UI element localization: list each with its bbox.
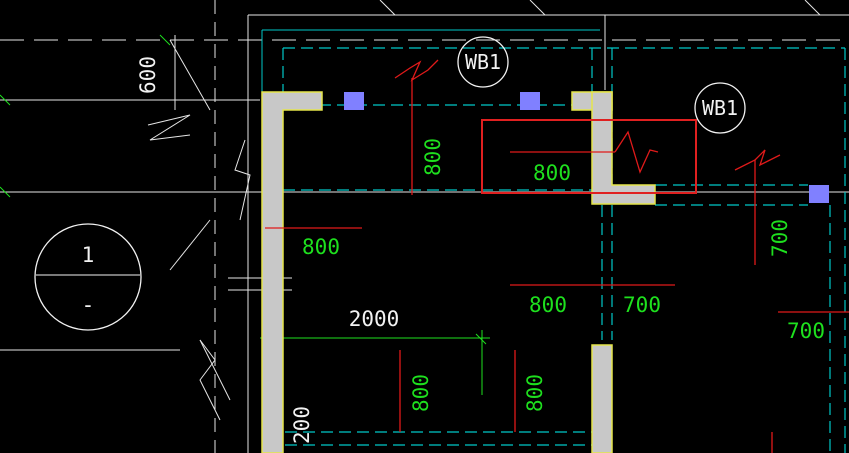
dim-2000: 2000 [349, 307, 400, 331]
column-markers [344, 92, 829, 203]
beam-solid-lines [261, 29, 600, 92]
break-lines [265, 59, 849, 453]
dim-800-bottom-b: 800 [523, 374, 547, 412]
axis-sub: - [82, 293, 95, 317]
column-marker [520, 92, 540, 110]
wb1-tag-top[interactable]: WB1 [457, 36, 509, 88]
column-marker [344, 92, 364, 110]
column-marker [809, 185, 829, 203]
wall-left [261, 91, 323, 453]
dim-800-highlight[interactable]: 800 [533, 161, 571, 185]
wb1-tag-right[interactable]: WB1 [694, 82, 746, 134]
walls [261, 91, 656, 453]
dim-800-bottom-a: 800 [409, 374, 433, 412]
dim-700-vertical: 700 [768, 219, 792, 257]
beam-dashed-lines [282, 47, 846, 453]
axis-bubble[interactable]: 1 - [34, 223, 142, 331]
dim-800-left: 800 [302, 235, 340, 259]
dim-700-mid: 700 [623, 293, 661, 317]
axis-ticks [0, 34, 490, 395]
selection-highlight-box[interactable] [481, 119, 697, 194]
dim-800-vertical: 800 [421, 138, 445, 176]
dim-200: 200 [290, 406, 314, 444]
wall-right-lower [591, 344, 613, 453]
wb1-label: WB1 [465, 50, 501, 74]
wb1-label: WB1 [702, 96, 738, 120]
dim-600: 600 [136, 56, 160, 94]
dim-800-mid: 800 [529, 293, 567, 317]
axis-number: 1 [82, 243, 95, 267]
dim-700-far-right: 700 [787, 319, 825, 343]
wall-right-corner [591, 91, 656, 205]
